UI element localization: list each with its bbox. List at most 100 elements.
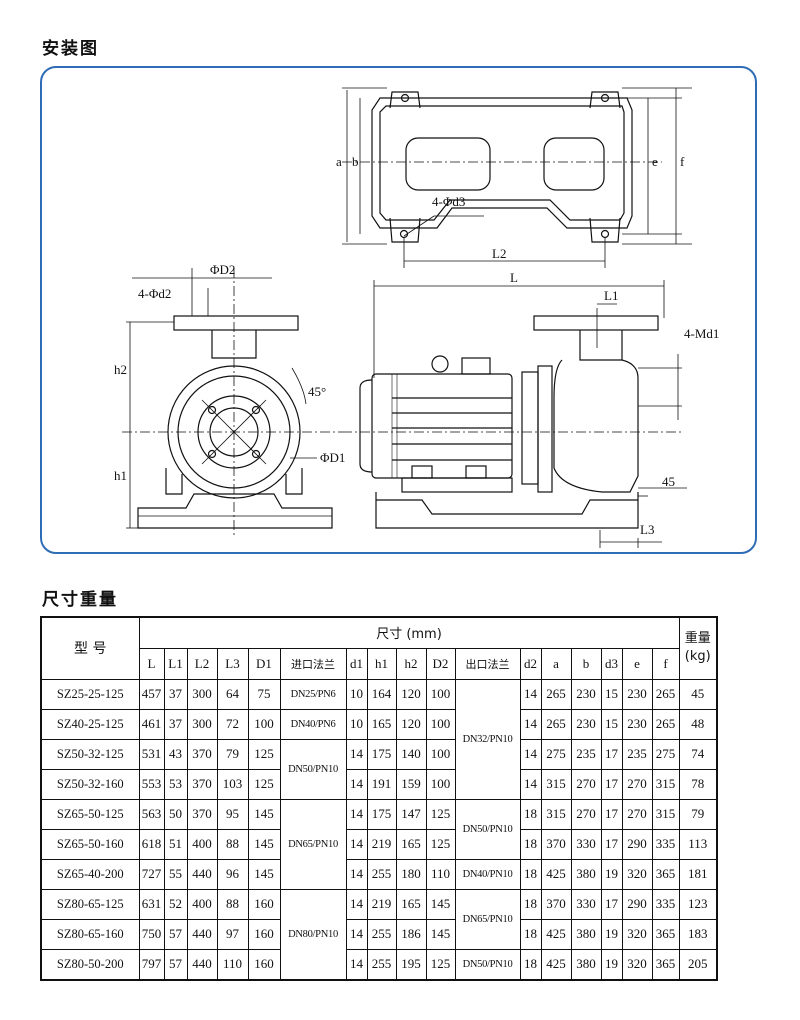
cell-L3: 95 <box>216 798 249 830</box>
cell-L: 618 <box>138 828 165 860</box>
dim-label-D1: ΦD1 <box>320 450 345 465</box>
cell-h1: 255 <box>366 918 397 950</box>
cell-d1: 14 <box>345 798 368 830</box>
weight-header: 重量 (kg) <box>678 616 718 680</box>
cell-f: 315 <box>651 798 680 830</box>
cell-D1: 160 <box>247 918 281 950</box>
cell-D2: 125 <box>425 948 456 980</box>
cell-a: 315 <box>540 798 572 830</box>
cell-a: 275 <box>540 738 572 770</box>
cell-f: 335 <box>651 888 680 920</box>
dim-label-e: e <box>652 154 658 169</box>
cell-h2: 165 <box>395 888 427 920</box>
cell-d1: 14 <box>345 738 368 770</box>
cell-L1: 52 <box>163 888 188 920</box>
installation-drawing-panel: a b e f 4-Φd3 L2 L L1 4-Md1 ΦD2 4-Φd2 h2… <box>40 66 757 554</box>
dim-label-h2: h2 <box>114 362 127 377</box>
cell-D2: 100 <box>425 678 456 710</box>
cell-d2: 18 <box>519 918 542 950</box>
cell-e: 235 <box>621 738 653 770</box>
cell-d3: 15 <box>600 708 623 740</box>
column-header: d3 <box>600 647 623 680</box>
cell-w: 123 <box>678 888 718 920</box>
model-cell: SZ25-25-125 <box>40 678 140 710</box>
cell-b: 230 <box>570 678 602 710</box>
cell-e: 320 <box>621 918 653 950</box>
cell-b: 230 <box>570 708 602 740</box>
cell-d1: 14 <box>345 768 368 800</box>
cell-b: 235 <box>570 738 602 770</box>
cell-d1: 10 <box>345 708 368 740</box>
model-cell: SZ40-25-125 <box>40 708 140 740</box>
column-header: f <box>651 647 680 680</box>
dim-label-L: L <box>510 270 518 285</box>
cell-d3: 19 <box>600 948 623 980</box>
cell-L1: 53 <box>163 768 188 800</box>
cell-L2: 440 <box>186 918 218 950</box>
outlet-flange-cell: DN32/PN10 <box>454 678 521 800</box>
cell-L: 461 <box>138 708 165 740</box>
cell-d2: 14 <box>519 768 542 800</box>
cell-w: 45 <box>678 678 718 710</box>
cell-e: 320 <box>621 948 653 980</box>
cell-a: 265 <box>540 708 572 740</box>
cell-L: 727 <box>138 858 165 890</box>
cell-L2: 370 <box>186 798 218 830</box>
dim-label-deg: 45° <box>308 384 326 399</box>
column-header: D2 <box>425 647 456 680</box>
cell-h2: 147 <box>395 798 427 830</box>
cell-L3: 103 <box>216 768 249 800</box>
cell-f: 265 <box>651 708 680 740</box>
cell-L1: 37 <box>163 708 188 740</box>
cell-D1: 145 <box>247 858 281 890</box>
cell-D2: 125 <box>425 828 456 860</box>
cell-d2: 18 <box>519 888 542 920</box>
install-heading: 安装图 <box>42 39 99 59</box>
cell-d1: 14 <box>345 918 368 950</box>
cell-D1: 125 <box>247 738 281 770</box>
cell-b: 380 <box>570 918 602 950</box>
cell-b: 380 <box>570 948 602 980</box>
cell-e: 230 <box>621 708 653 740</box>
column-header: h1 <box>366 647 397 680</box>
cell-d1: 14 <box>345 858 368 890</box>
cell-h2: 165 <box>395 828 427 860</box>
top-view <box>342 87 692 268</box>
cell-h2: 120 <box>395 708 427 740</box>
cell-L: 797 <box>138 948 165 980</box>
cell-L1: 50 <box>163 798 188 830</box>
cell-h1: 165 <box>366 708 397 740</box>
cell-L: 631 <box>138 888 165 920</box>
cell-h2: 140 <box>395 738 427 770</box>
cell-L1: 37 <box>163 678 188 710</box>
cell-d3: 19 <box>600 918 623 950</box>
cell-d2: 14 <box>519 708 542 740</box>
cell-L3: 72 <box>216 708 249 740</box>
model-cell: SZ65-50-160 <box>40 828 140 860</box>
cell-f: 365 <box>651 948 680 980</box>
cell-D2: 145 <box>425 888 456 920</box>
cell-L: 750 <box>138 918 165 950</box>
cell-f: 265 <box>651 678 680 710</box>
cell-d1: 14 <box>345 888 368 920</box>
cell-d1: 14 <box>345 948 368 980</box>
cell-f: 315 <box>651 768 680 800</box>
cell-D2: 145 <box>425 918 456 950</box>
cell-a: 315 <box>540 768 572 800</box>
dim-label-h1: h1 <box>114 468 127 483</box>
cell-f: 365 <box>651 858 680 890</box>
cell-a: 370 <box>540 888 572 920</box>
cell-b: 270 <box>570 798 602 830</box>
column-header: d1 <box>345 647 368 680</box>
model-cell: SZ80-65-125 <box>40 888 140 920</box>
cell-w: 78 <box>678 768 718 800</box>
cell-f: 335 <box>651 828 680 860</box>
cell-L: 531 <box>138 738 165 770</box>
cell-w: 205 <box>678 948 718 980</box>
column-header: h2 <box>395 647 427 680</box>
cell-L: 553 <box>138 768 165 800</box>
cell-h1: 255 <box>366 858 397 890</box>
